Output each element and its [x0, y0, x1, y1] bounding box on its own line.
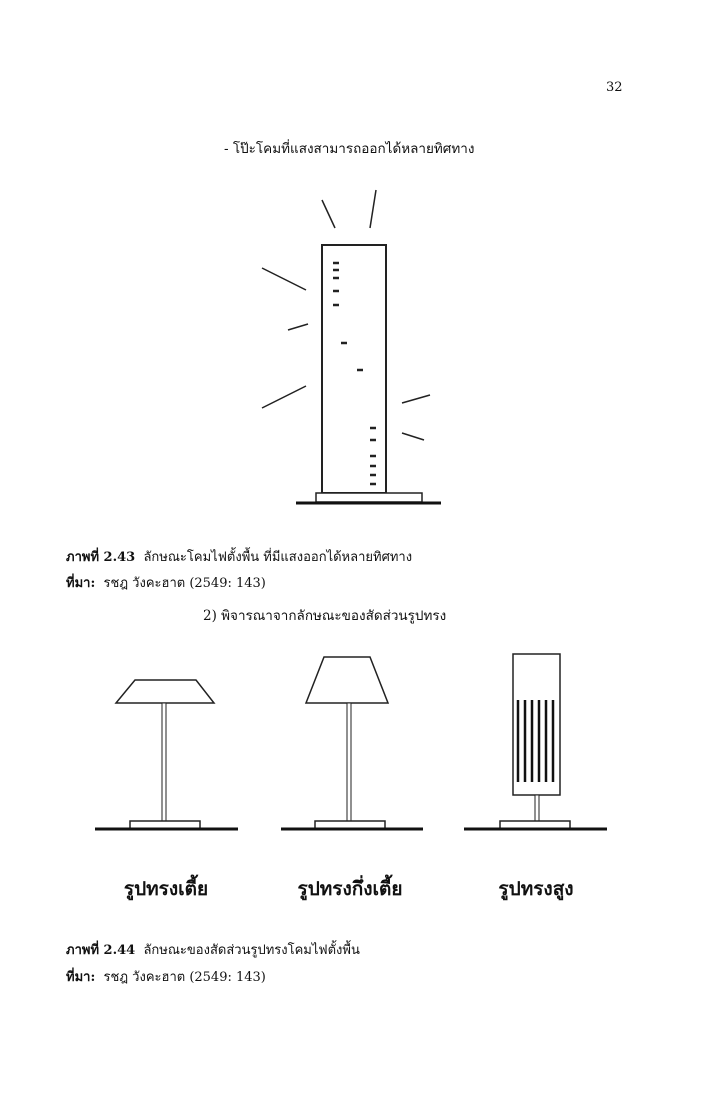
ray — [369, 189, 377, 229]
source-label: ที่มา: — [66, 970, 96, 985]
lamp-semi-short-shade — [304, 656, 390, 704]
subsection-heading: 2) พิจารณาจากลักษณะของสัดส่วนรูปทรง — [203, 608, 447, 624]
figure-label: ภาพที่ 2.44 — [66, 943, 136, 958]
figure-243-source: ที่มา: รชฎ วังคะฮาต (2549: 143) — [66, 572, 266, 593]
shape-label-tall: รูปทรงสูง — [498, 878, 574, 900]
figure-243-caption: ภาพที่ 2.43 ลักษณะโคมไฟตั้งพื้น ที่มีแสง… — [66, 546, 412, 567]
shape-label-semi-short: รูปทรงกึ่งเตี้ย — [297, 878, 403, 900]
tall-lamp-base — [315, 492, 423, 503]
figure-244-caption: ภาพที่ 2.44 ลักษณะของสัดส่วนรูปทรงโคมไฟต… — [66, 939, 360, 960]
lamp-short-shade — [114, 679, 216, 704]
lamp-short-pole — [161, 702, 167, 822]
figure-caption-text: ลักษณะโคมไฟตั้งพื้น ที่มีแสงออกได้หลายทิ… — [143, 550, 413, 565]
shape-label-short: รูปทรงเตี้ย — [123, 878, 209, 900]
page-number: 32 — [606, 80, 623, 95]
lamp-semi-short — [281, 656, 423, 831]
tall-lamp-body — [321, 244, 387, 494]
lamp-slot-marks — [333, 261, 376, 486]
ray — [321, 199, 336, 229]
bullet-line: - โป๊ะโคมที่แสงสามารถออกได้หลายทิศทาง — [224, 141, 475, 157]
lamp-semi-short-pole — [346, 702, 352, 822]
ray — [401, 432, 425, 441]
source-label: ที่มา: — [66, 576, 96, 591]
lamp-tall-stripes — [516, 700, 555, 782]
source-text: รชฎ วังคะฮาต (2549: 143) — [103, 576, 266, 591]
ray — [401, 394, 431, 404]
figure-label: ภาพที่ 2.43 — [66, 550, 136, 565]
figure-caption-text: ลักษณะของสัดส่วนรูปทรงโคมไฟตั้งพื้น — [143, 943, 360, 958]
source-text: รชฎ วังคะฮาต (2549: 143) — [103, 970, 266, 985]
light-rays — [261, 189, 431, 441]
lamp-tall — [464, 653, 607, 831]
figure-244-source: ที่มา: รชฎ วังคะฮาต (2549: 143) — [66, 966, 266, 987]
lamp-tall-pole — [534, 794, 540, 822]
ray — [261, 267, 307, 291]
ray — [287, 323, 309, 331]
ray — [261, 385, 307, 409]
lamp-short — [95, 679, 238, 831]
